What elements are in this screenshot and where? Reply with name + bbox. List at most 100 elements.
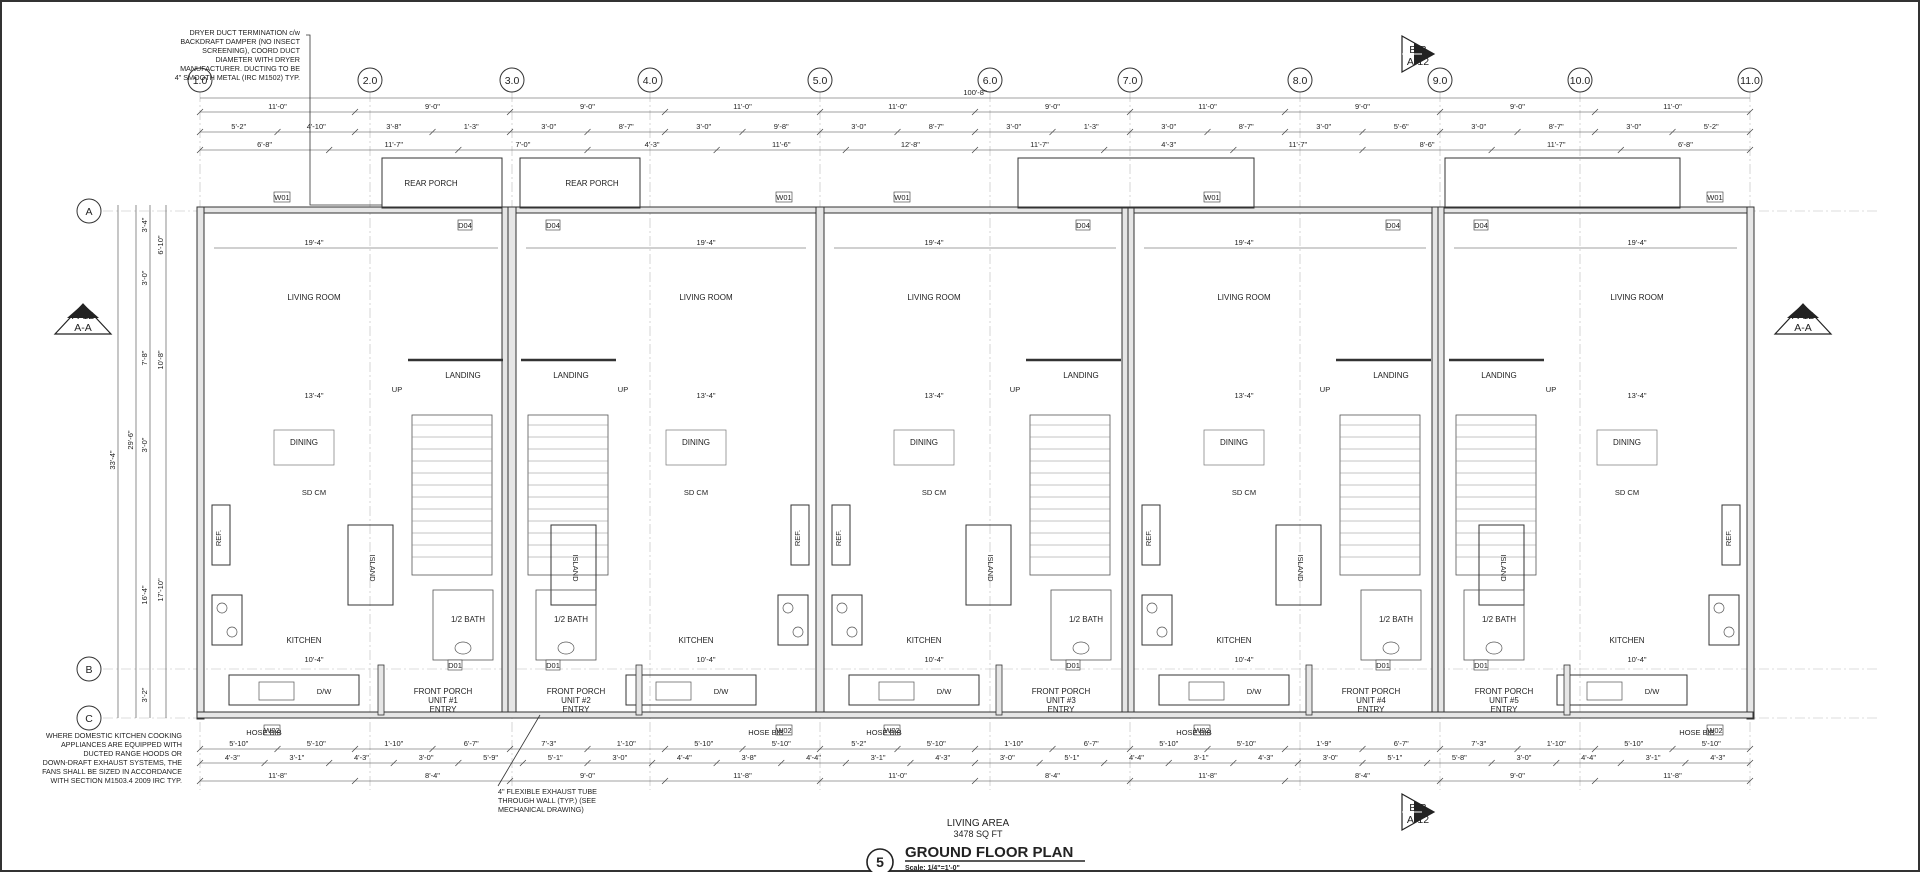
top-dim-row1-value: 9'-0" — [1355, 102, 1370, 111]
kitchen-counter — [1556, 674, 1688, 706]
grid-label: 11.0 — [1740, 75, 1760, 87]
dim-tick — [1294, 759, 1302, 767]
half-bath — [1050, 589, 1112, 661]
living-room-label: LIVING ROOM — [1217, 293, 1271, 302]
top-dim-row1-value: 9'-0" — [425, 102, 440, 111]
room-dim: 13'-4" — [696, 391, 715, 400]
dim-tick — [196, 777, 204, 785]
bottom-dim-row3-value: 9'-0" — [1510, 771, 1525, 780]
stair-wall — [1121, 206, 1129, 713]
left-dim-value: 33'-4" — [108, 450, 117, 469]
kitchen-island — [965, 524, 1012, 606]
burner — [846, 626, 858, 638]
top-dim-row1-value: 9'-0" — [1510, 102, 1525, 111]
bottom-dim-row2-value: 5'-1" — [1064, 753, 1079, 762]
window-tag-label: W01 — [274, 193, 289, 202]
left-dim-value: 6'-10" — [156, 235, 165, 254]
bottom-dim-row2-value: 3'-8" — [741, 753, 756, 762]
svg-text:MECHANICAL DRAWING): MECHANICAL DRAWING) — [498, 805, 584, 814]
room-dim: 13'-4" — [1627, 391, 1646, 400]
dim-tick — [196, 146, 204, 154]
door-tag-label: D01 — [1066, 661, 1080, 670]
landing-label: LANDING — [445, 371, 481, 380]
top-dim-row3-value: 11'-7" — [1289, 140, 1308, 149]
bottom-dim-row1-value: 1'-10" — [384, 739, 403, 748]
grid-bubble — [76, 705, 102, 731]
dim-tick — [1281, 108, 1289, 116]
half-bath — [432, 589, 494, 661]
dim-tick — [1281, 128, 1289, 136]
dim-tick — [1436, 777, 1444, 785]
bottom-dim-row1-value: 5'-10" — [1159, 739, 1178, 748]
door-tag — [447, 659, 463, 671]
bottom-dim-row2-value: 3'-1" — [289, 753, 304, 762]
dim-tick — [1514, 128, 1521, 136]
svg-text:WITH SECTION M1503.4 2009 IRC: WITH SECTION M1503.4 2009 IRC TYP. — [50, 776, 182, 785]
door-tag-label: D01 — [546, 661, 560, 670]
grid-bubble — [1287, 67, 1313, 93]
island-label: ISLAND — [1499, 554, 1508, 582]
half-bath-label: 1/2 BATH — [1482, 615, 1516, 624]
bottom-dim-row3-value: 11'-8" — [268, 771, 287, 780]
dim-tick — [351, 745, 359, 753]
unit-label: UNIT #3 — [1046, 696, 1076, 705]
window-tag-label: W02 — [1707, 726, 1722, 735]
top-dim-row3-value: 4'-3" — [1161, 140, 1176, 149]
dishwasher-label: D/W — [1247, 687, 1263, 696]
window-tag-label: W01 — [1204, 193, 1219, 202]
half-bath-label: 1/2 BATH — [554, 615, 588, 624]
door-tag — [1375, 659, 1391, 671]
window-tag — [775, 724, 793, 736]
section-arrow-fill — [1414, 801, 1434, 823]
grid-label: C — [85, 713, 93, 725]
grid-bubble — [1117, 67, 1143, 93]
section-top-label: A-12 — [72, 310, 94, 322]
top-dim-row2-value: 3'-0" — [1626, 122, 1641, 131]
hose-bib-label: HOSE BIB — [866, 728, 901, 737]
bottom-dim-row1-value: 5'-10" — [772, 739, 791, 748]
kitchen-label: KITCHEN — [1216, 636, 1251, 645]
bottom-dim-row2-value: 4'-3" — [935, 753, 950, 762]
refrigerator — [211, 504, 231, 566]
hose-bib-label: HOSE BIB — [1176, 728, 1211, 737]
grid-label: 7.0 — [1123, 75, 1138, 87]
front-porch-label: FRONT PORCH — [1032, 687, 1091, 696]
svg-text:FANS SHALL BE SIZED IN ACCORDA: FANS SHALL BE SIZED IN ACCORDANCE — [42, 767, 182, 776]
porch-wall — [1305, 664, 1313, 716]
dim-tick — [196, 108, 204, 116]
front-porch-label: FRONT PORCH — [547, 687, 606, 696]
stair — [1455, 414, 1537, 576]
dim-tick — [196, 759, 204, 767]
dining-label: DINING — [290, 438, 318, 447]
top-dim-row1-value: 11'-0" — [268, 102, 287, 111]
bottom-dim-row2-value: 4'-4" — [677, 753, 692, 762]
dim-tick — [351, 777, 359, 785]
porch-wall — [635, 664, 643, 716]
section-arrow-fill — [1787, 304, 1819, 318]
refrigerator-label: REF. — [214, 530, 223, 546]
entry-label: ENTRY — [1491, 705, 1519, 714]
front-porch-label: FRONT PORCH — [414, 687, 473, 696]
dim-tick — [429, 128, 436, 136]
top-dim-row2-value: 1'-3" — [464, 122, 479, 131]
dining-table — [893, 429, 955, 466]
grid-label: 5.0 — [813, 75, 828, 87]
dim-tick — [816, 745, 824, 753]
dim-tick — [713, 146, 720, 154]
grid-label: 9.0 — [1433, 75, 1448, 87]
section-marker: A-12A-A — [53, 303, 113, 335]
top-dim-row2-value: 8'-7" — [619, 122, 634, 131]
grid-bubble — [1567, 67, 1593, 93]
burner — [836, 602, 848, 614]
left-dim-value: 3'-0" — [140, 270, 149, 285]
left-dim-value: 3'-2" — [140, 687, 149, 702]
dining-table — [665, 429, 727, 466]
top-dim-row2-value: 5'-2" — [231, 122, 246, 131]
top-dim-row3-value: 4'-3" — [645, 140, 660, 149]
grid-label: 8.0 — [1293, 75, 1308, 87]
range — [211, 594, 243, 646]
dim-tick — [1488, 146, 1495, 154]
bottom-dim-row1-value: 1'-10" — [1004, 739, 1023, 748]
bottom-dim-row1-value: 5'-10" — [694, 739, 713, 748]
